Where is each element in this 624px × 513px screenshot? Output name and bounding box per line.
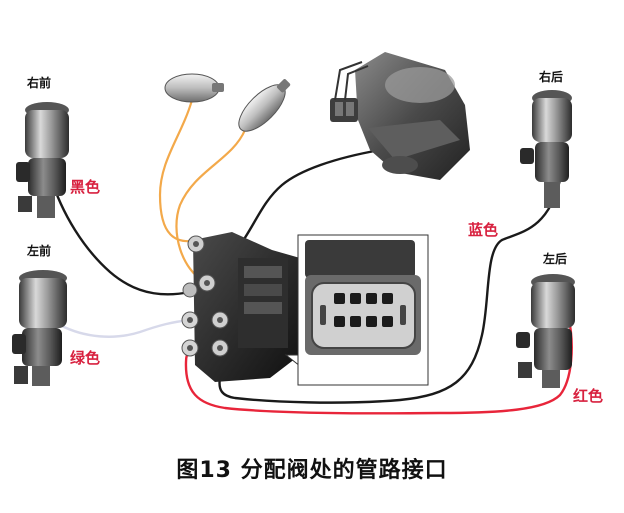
blue-pipe-rear-right xyxy=(218,179,562,404)
label-rear-right: 右后 xyxy=(539,70,564,84)
orange-pipe-1 xyxy=(158,99,199,243)
distribution-valve-block xyxy=(181,232,300,382)
figure-caption: 图13 分配阀处的管路接口 xyxy=(176,458,448,483)
black-pipe-compressor xyxy=(237,148,381,249)
red-pipe-rear-left xyxy=(184,314,573,415)
pipe-lines xyxy=(48,99,573,415)
green-pipe-front-left xyxy=(59,318,191,338)
compressor-unit xyxy=(330,52,470,180)
strut-front-left xyxy=(12,270,67,386)
strut-rear-right xyxy=(520,90,572,208)
color-label-green: 绿色 xyxy=(70,349,101,367)
orange-pipe-2 xyxy=(175,129,247,283)
valve-ports xyxy=(181,235,229,357)
connector-pins xyxy=(320,293,406,327)
pressure-accumulator-1 xyxy=(164,73,224,103)
color-label-blue: 蓝色 xyxy=(468,221,499,239)
color-label-red: 红色 xyxy=(573,387,604,405)
color-label-black: 黑色 xyxy=(70,178,101,196)
black-pipe-front-right xyxy=(48,174,191,296)
strut-rear-left xyxy=(516,274,575,388)
strut-front-right xyxy=(16,102,69,218)
label-rear-left: 左后 xyxy=(543,252,568,266)
electrical-connector-inset xyxy=(284,234,429,386)
pressure-accumulator-2 xyxy=(238,79,291,132)
label-front-left: 左前 xyxy=(27,244,52,258)
label-front-right: 右前 xyxy=(27,76,52,90)
